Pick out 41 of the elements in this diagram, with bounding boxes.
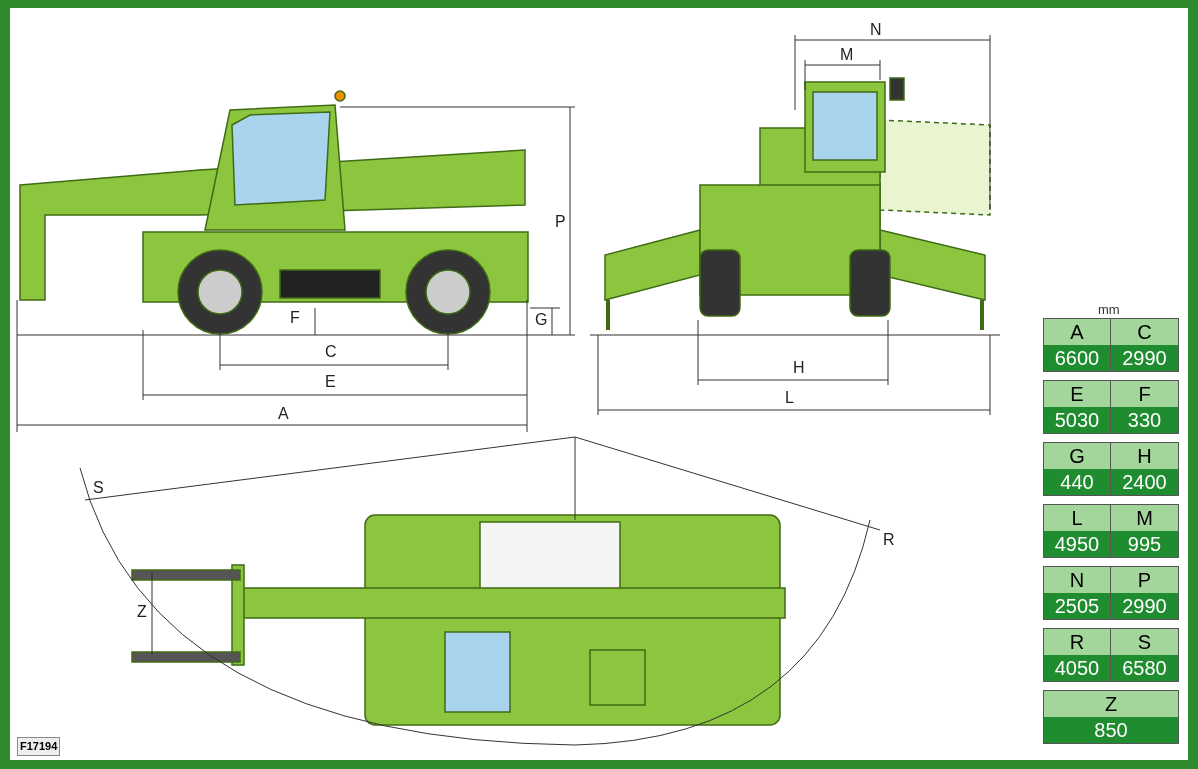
table-value-cell: 6580 — [1111, 655, 1178, 681]
unit-label: mm — [1098, 301, 1120, 319]
table-value-cell: 995 — [1111, 531, 1178, 557]
dimension-label: L — [784, 390, 795, 406]
table-value-cell: 440 — [1044, 469, 1111, 495]
dimension-label: R — [882, 532, 896, 548]
table-header-cell: E — [1044, 381, 1111, 407]
table-header-cell: F — [1111, 381, 1178, 407]
table-value-cell: 2990 — [1111, 593, 1178, 619]
table-header-cell: H — [1111, 443, 1178, 469]
dimension-label: F — [289, 310, 301, 326]
table-header-cell: C — [1111, 319, 1178, 345]
dimension-label: P — [554, 214, 567, 230]
table-header-cell: S — [1111, 629, 1178, 655]
table-header-cell: Z — [1044, 691, 1178, 717]
dimension-label: Z — [136, 604, 148, 620]
table-header-cell: P — [1111, 567, 1178, 593]
dimension-label: N — [869, 22, 883, 38]
drawing-number-tag: F17194 — [17, 737, 61, 756]
dimension-label: G — [534, 312, 549, 328]
table-value-cell: 6600 — [1044, 345, 1111, 371]
table-value-cell: 2990 — [1111, 345, 1178, 371]
dimension-label: S — [92, 480, 105, 496]
table-value-cell: 4950 — [1044, 531, 1111, 557]
dimension-label: H — [792, 360, 806, 376]
table-header-cell: R — [1044, 629, 1111, 655]
dimension-label: E — [324, 374, 337, 390]
table-header-cell: M — [1111, 505, 1178, 531]
dimension-label: M — [839, 47, 855, 63]
table-header-cell: L — [1044, 505, 1111, 531]
table-value-cell: 4050 — [1044, 655, 1111, 681]
table-value-cell: 5030 — [1044, 407, 1111, 433]
table-header-cell: A — [1044, 319, 1111, 345]
dimension-label: C — [324, 344, 338, 360]
table-value-cell: 2400 — [1111, 469, 1178, 495]
dimension-label: A — [277, 406, 290, 422]
table-header-cell: G — [1044, 443, 1111, 469]
table-value-cell: 850 — [1044, 717, 1178, 743]
table-header-cell: N — [1044, 567, 1111, 593]
table-value-cell: 330 — [1111, 407, 1178, 433]
table-value-cell: 2505 — [1044, 593, 1111, 619]
